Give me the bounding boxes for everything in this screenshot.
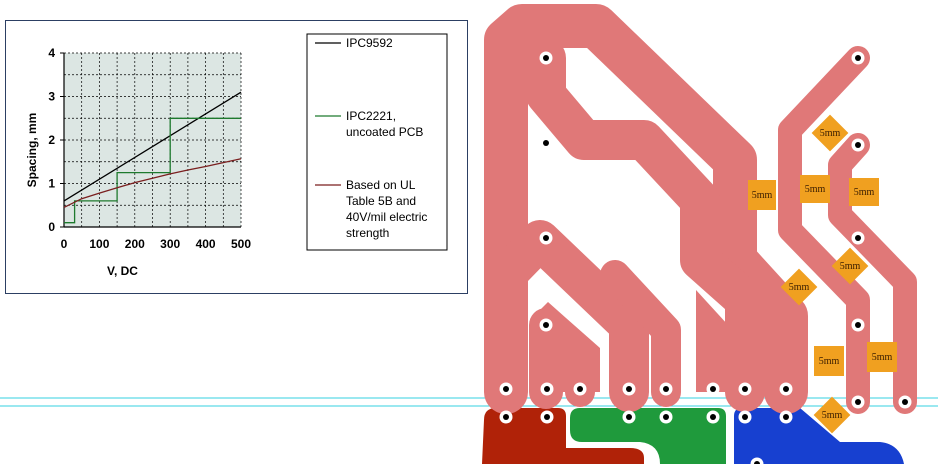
spacing-label: 5mm [872, 352, 893, 363]
green-copper-pad [570, 408, 726, 464]
y-tick-label: 3 [48, 90, 55, 104]
via-hole [710, 386, 716, 392]
via [750, 457, 764, 464]
spacing-label: 5mm [822, 410, 843, 421]
via-hole [754, 461, 760, 464]
blue-copper-pad [734, 408, 904, 464]
via-hole [626, 386, 632, 392]
trace-fill [696, 290, 760, 392]
legend-label: uncoated PCB [346, 125, 423, 139]
series-line-0 [63, 91, 242, 202]
vias [499, 51, 912, 464]
via-hole [710, 414, 716, 420]
via-hole [663, 414, 669, 420]
legend-box [306, 33, 448, 251]
via-hole [855, 322, 861, 328]
spacing-marker [814, 346, 844, 376]
via-hole [902, 399, 908, 405]
x-tick-label: 500 [231, 237, 251, 251]
legend-label: 40V/mil electric [346, 210, 427, 224]
copper-areas [482, 408, 904, 464]
trace [778, 46, 870, 414]
y-axis-title: Spacing, mm [25, 113, 39, 188]
spacing-chart: 0 100 200 300 400 500 0 1 2 3 4 V, DC Spacing, mm IPC… [25, 33, 448, 278]
via-hole [543, 322, 549, 328]
via-hole [626, 414, 632, 420]
via-hole [855, 55, 861, 61]
spacing-marker [867, 342, 897, 372]
via-hole [503, 414, 509, 420]
via-hole [742, 386, 748, 392]
legend-label: strength [346, 226, 389, 240]
spacing-label: 5mm [854, 187, 875, 198]
y-tick-label: 1 [48, 177, 55, 191]
x-tick-label: 0 [61, 237, 68, 251]
via-hole [503, 386, 509, 392]
via-hole [544, 414, 550, 420]
via-hole [577, 386, 583, 392]
spacing-marker [831, 247, 869, 285]
via-hole [855, 142, 861, 148]
red-copper-pad [482, 408, 644, 464]
series-line-2 [63, 158, 242, 208]
via-hole [663, 386, 669, 392]
y-tick-label: 4 [48, 46, 55, 60]
via-hole [783, 414, 789, 420]
spacing-marker [780, 268, 818, 306]
spacing-label: 5mm [805, 184, 826, 195]
spacing-marker [811, 114, 849, 152]
series-line-1 [64, 117, 241, 224]
spacing-label: 5mm [789, 282, 810, 293]
chart-panel: 0 100 200 300 400 500 0 1 2 3 4 V, DC Spacing, mm IPC… [5, 20, 468, 294]
spacing-label: 5mm [819, 356, 840, 367]
legend-label: IPC2221, [346, 109, 396, 123]
trace [828, 133, 917, 414]
spacing-markers: 5mm 5mm 5mm 5mm 5mm 5mm 5mm 5mm 5mm [748, 114, 897, 434]
trace-fill [530, 302, 600, 392]
trace [484, 4, 808, 414]
spacing-label: 5mm [752, 190, 773, 201]
spacing-marker [813, 396, 851, 434]
via-hole [544, 386, 550, 392]
spacing-marker [748, 180, 776, 210]
y-tick-label: 0 [48, 220, 55, 234]
trace [526, 38, 765, 412]
legend-label: IPC9592 [346, 36, 393, 50]
via-hole [855, 235, 861, 241]
spacing-label: 5mm [820, 128, 841, 139]
trace [600, 260, 681, 407]
x-tick-label: 400 [196, 237, 216, 251]
y-tick-label: 2 [48, 133, 55, 147]
x-tick-label: 300 [160, 237, 180, 251]
via-hole [742, 414, 748, 420]
via-hole [543, 55, 549, 61]
legend-label: Table 5B and [346, 194, 416, 208]
x-tick-label: 100 [89, 237, 109, 251]
spacing-label: 5mm [840, 261, 861, 272]
spacing-marker [800, 175, 830, 203]
via-hole [855, 399, 861, 405]
via-hole [783, 386, 789, 392]
spacing-marker [849, 178, 879, 206]
legend-label: Based on UL [346, 178, 416, 192]
via-hole [543, 235, 549, 241]
x-axis-title: V, DC [107, 264, 138, 278]
x-tick-label: 200 [125, 237, 145, 251]
via-hole [543, 140, 549, 146]
